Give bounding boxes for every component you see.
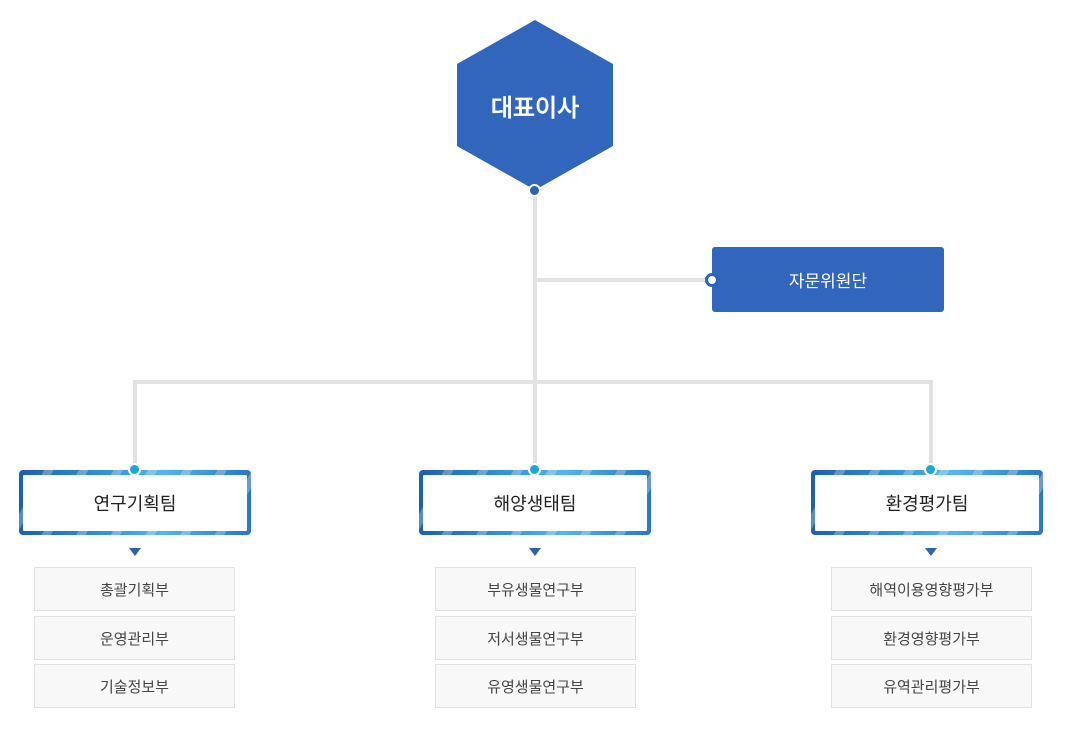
department-item: 유역관리평가부 xyxy=(831,664,1032,708)
department-item: 운영관리부 xyxy=(34,616,235,660)
department-item: 기술정보부 xyxy=(34,664,235,708)
department-item: 저서생물연구부 xyxy=(435,616,636,660)
department-item: 해역이용영향평가부 xyxy=(831,567,1032,611)
team-connector-dot xyxy=(924,463,937,476)
arrow-down-icon xyxy=(925,548,937,556)
team-label: 해양생태팀 xyxy=(423,475,647,531)
arrow-down-icon xyxy=(529,548,541,556)
department-item: 유영생물연구부 xyxy=(435,664,636,708)
team-box-marine-ecology: 해양생태팀 xyxy=(419,470,651,535)
ceo-hexagon xyxy=(457,20,613,190)
advisory-connector-dot xyxy=(705,273,719,287)
advisory-box: 자문위원단 xyxy=(712,247,944,312)
teams-horizontal-connector xyxy=(133,380,933,384)
department-item: 환경영향평가부 xyxy=(831,616,1032,660)
department-item: 부유생물연구부 xyxy=(435,567,636,611)
arrow-down-icon xyxy=(129,548,141,556)
team-box-research-planning: 연구기획팀 xyxy=(19,470,251,535)
team-right-connector xyxy=(929,380,933,468)
main-vertical-connector xyxy=(533,190,537,468)
team-left-connector xyxy=(133,380,137,468)
team-label: 연구기획팀 xyxy=(23,475,247,531)
ceo-label: 대표이사 xyxy=(490,93,580,122)
ceo-connector-dot xyxy=(528,184,541,197)
team-connector-dot xyxy=(128,463,141,476)
team-connector-dot xyxy=(528,463,541,476)
team-box-environment-assessment: 환경평가팀 xyxy=(811,470,1043,535)
advisory-connector xyxy=(535,278,713,282)
department-item: 총괄기획부 xyxy=(34,567,235,611)
team-label: 환경평가팀 xyxy=(815,475,1039,531)
